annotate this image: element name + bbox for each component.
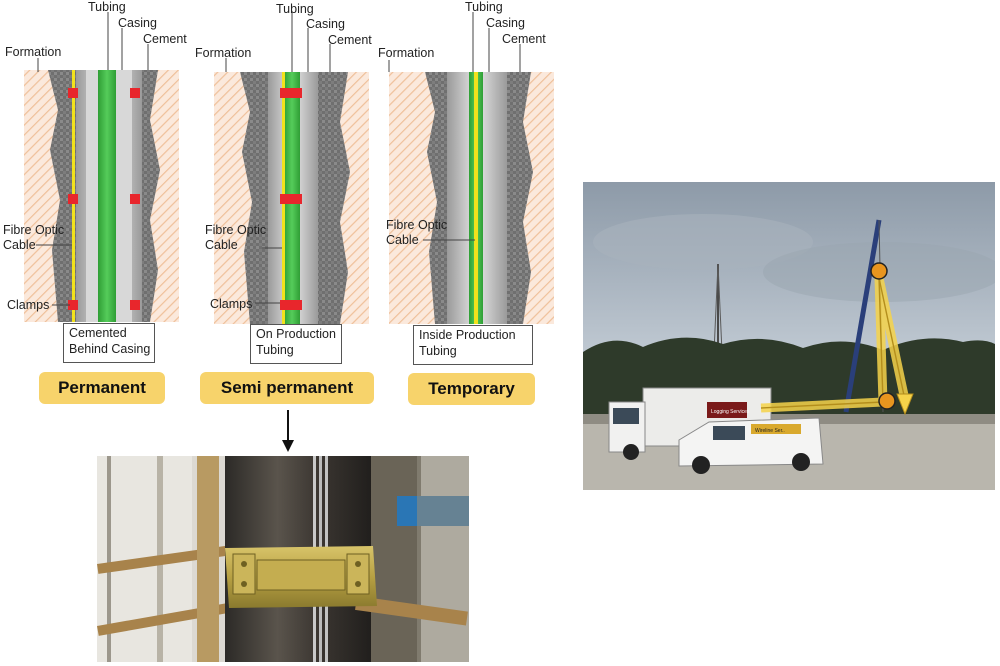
wellbore-diagram-temporary: [388, 12, 554, 324]
tubing-label: Tubing: [276, 2, 314, 16]
truck-text: Logging Services: [711, 409, 750, 415]
cement-label: Cement: [328, 33, 372, 47]
category-badge-permanent: Permanent: [39, 372, 165, 404]
sheave-node: [878, 392, 896, 410]
panel-temporary: Tubing Casing Cement Formation Fibre Opt…: [375, 0, 565, 410]
formation-label: Formation: [378, 46, 435, 60]
category-badge-semi-permanent: Semi permanent: [200, 372, 374, 404]
formation-label: Formation: [5, 45, 62, 59]
casing-label: Casing: [118, 16, 157, 30]
casing-label: Casing: [486, 16, 525, 30]
category-badge-temporary: Temporary: [408, 373, 535, 405]
sheave-node: [870, 262, 888, 280]
clamp-marker: [130, 88, 140, 98]
clamp-photo: [97, 456, 469, 662]
clamp-marker: [280, 194, 302, 204]
clamp-marker: [68, 300, 78, 310]
clamp-marker: [130, 194, 140, 204]
cement-label: Cement: [143, 32, 187, 46]
clamp-marker: [130, 300, 140, 310]
wellbore-diagram-permanent: [24, 12, 179, 322]
panel-permanent: Tubing Casing Cement Formation Fibre Opt…: [0, 0, 190, 410]
wellsite-photo: Logging Services Wireline Ser..: [583, 182, 995, 490]
tubing-label: Tubing: [465, 0, 503, 14]
panel-semi-permanent: Tubing Casing Cement Formation Fibre Opt…: [190, 0, 380, 410]
fibre-optic-cable-label: Fibre Optic Cable: [205, 223, 267, 252]
cement-label: Cement: [502, 32, 546, 46]
installation-caption: Inside Production Tubing: [413, 325, 533, 365]
clamp-marker: [68, 194, 78, 204]
fibre-optic-cable-label: Fibre Optic Cable: [386, 218, 448, 247]
van-text: Wireline Ser..: [755, 428, 785, 434]
clamp-marker: [280, 300, 302, 310]
installation-caption: On Production Tubing: [250, 324, 342, 364]
casing-label: Casing: [306, 17, 345, 31]
formation-label: Formation: [195, 46, 252, 60]
clamp-marker: [280, 88, 302, 98]
down-arrow: [282, 410, 294, 452]
installation-caption: Cemented Behind Casing: [63, 323, 155, 363]
fibre-optic-cable-label: Fibre Optic Cable: [3, 223, 65, 252]
clamps-label: Clamps: [210, 297, 253, 311]
clamp-marker: [68, 88, 78, 98]
wellbore-diagram-semi-permanent: [214, 12, 369, 324]
tubing-label: Tubing: [88, 0, 126, 14]
clamps-label: Clamps: [7, 298, 50, 312]
